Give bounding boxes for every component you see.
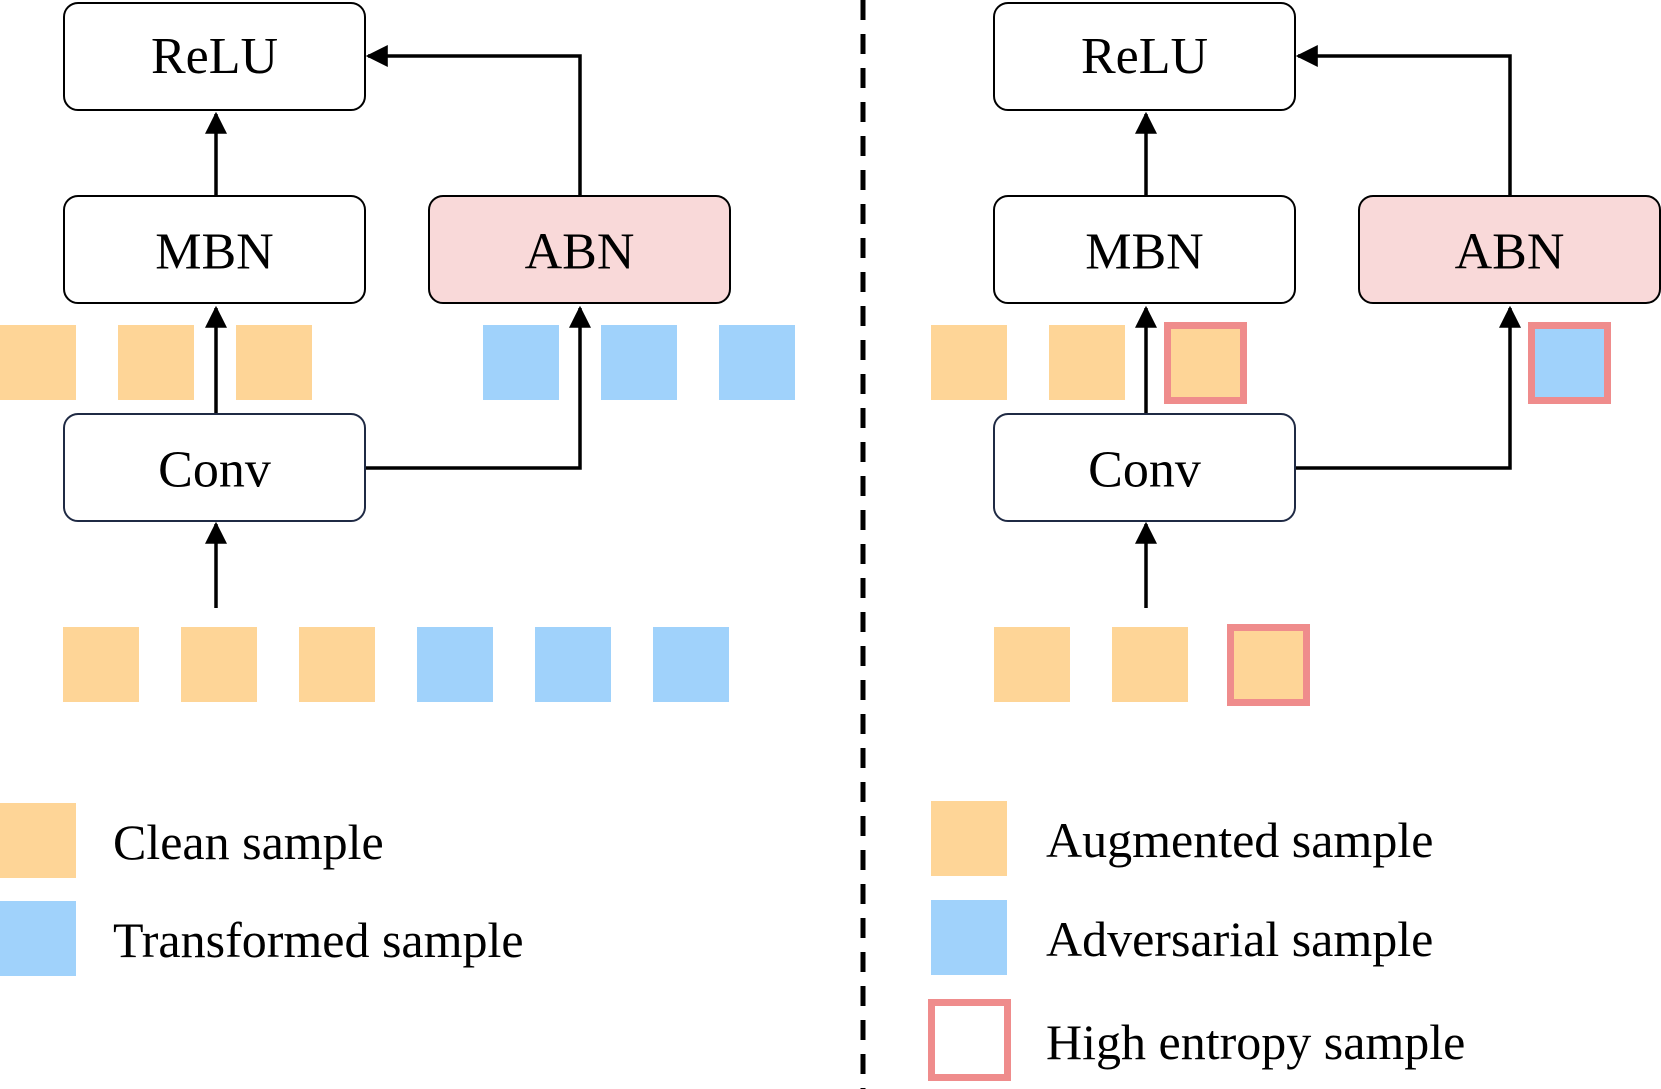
legend-high-entropy-label: High entropy sample: [1046, 1014, 1465, 1070]
left-mid-samples: [0, 325, 795, 400]
legend-adversarial-swatch: [931, 900, 1007, 975]
clean-sample-square: [118, 325, 194, 400]
clean-sample-square: [63, 627, 139, 702]
legend-augmented-swatch: [931, 801, 1007, 876]
relu-label: ReLU: [1081, 28, 1208, 85]
arrow-abn-to-relu: [1295, 45, 1512, 196]
conv-label: Conv: [158, 442, 271, 499]
high-entropy-augmented-square: [1164, 322, 1247, 404]
legend-transformed-swatch: [0, 901, 76, 976]
augmented-sample-square: [994, 627, 1070, 702]
right-mid-samples: [931, 322, 1611, 404]
mbn-label: MBN: [155, 224, 273, 281]
augmented-sample-square: [931, 325, 1007, 400]
legend-transformed-label: Transformed sample: [113, 912, 524, 968]
arrow-abn-to-relu: [365, 45, 582, 196]
right-arrows: [1135, 45, 1521, 608]
left-panel: ReLU MBN ABN Conv: [0, 2, 795, 976]
transformed-sample-square: [719, 325, 795, 400]
transformed-sample-square: [483, 325, 559, 400]
abn-box: ABN: [428, 195, 731, 304]
mbn-box: MBN: [63, 195, 366, 304]
right-input-samples: [994, 624, 1310, 706]
left-input-samples: [63, 627, 729, 702]
mbn-box: MBN: [993, 195, 1296, 304]
high-entropy-augmented-square: [1227, 624, 1310, 706]
transformed-sample-square: [535, 627, 611, 702]
relu-label: ReLU: [151, 28, 278, 85]
clean-sample-square: [236, 325, 312, 400]
right-legend: Augmented sample Adversarial sample High…: [928, 801, 1465, 1081]
legend-clean-label: Clean sample: [113, 814, 384, 870]
legend-adversarial-label: Adversarial sample: [1046, 911, 1433, 967]
clean-sample-square: [181, 627, 257, 702]
left-arrows: [205, 45, 591, 608]
left-legend: Clean sample Transformed sample: [0, 803, 524, 976]
arrow-conv-to-abn: [365, 305, 591, 470]
conv-box: Conv: [63, 413, 366, 522]
relu-box: ReLU: [993, 2, 1296, 111]
abn-box: ABN: [1358, 195, 1661, 304]
legend-clean-swatch: [0, 803, 76, 878]
clean-sample-square: [0, 325, 76, 400]
transformed-sample-square: [653, 627, 729, 702]
legend-augmented-label: Augmented sample: [1046, 812, 1433, 868]
high-entropy-adversarial-square: [1528, 322, 1611, 404]
abn-label: ABN: [1455, 224, 1565, 281]
legend-high-entropy-swatch: [928, 999, 1011, 1081]
clean-sample-square: [299, 627, 375, 702]
transformed-sample-square: [417, 627, 493, 702]
abn-label: ABN: [525, 224, 635, 281]
mbn-label: MBN: [1085, 224, 1203, 281]
augmented-sample-square: [1049, 325, 1125, 400]
right-panel: ReLU MBN ABN Conv Aug: [928, 2, 1661, 1081]
augmented-sample-square: [1112, 627, 1188, 702]
conv-box: Conv: [993, 413, 1296, 522]
arrow-conv-to-abn: [1295, 305, 1521, 470]
transformed-sample-square: [601, 325, 677, 400]
conv-label: Conv: [1088, 442, 1201, 499]
relu-box: ReLU: [63, 2, 366, 111]
